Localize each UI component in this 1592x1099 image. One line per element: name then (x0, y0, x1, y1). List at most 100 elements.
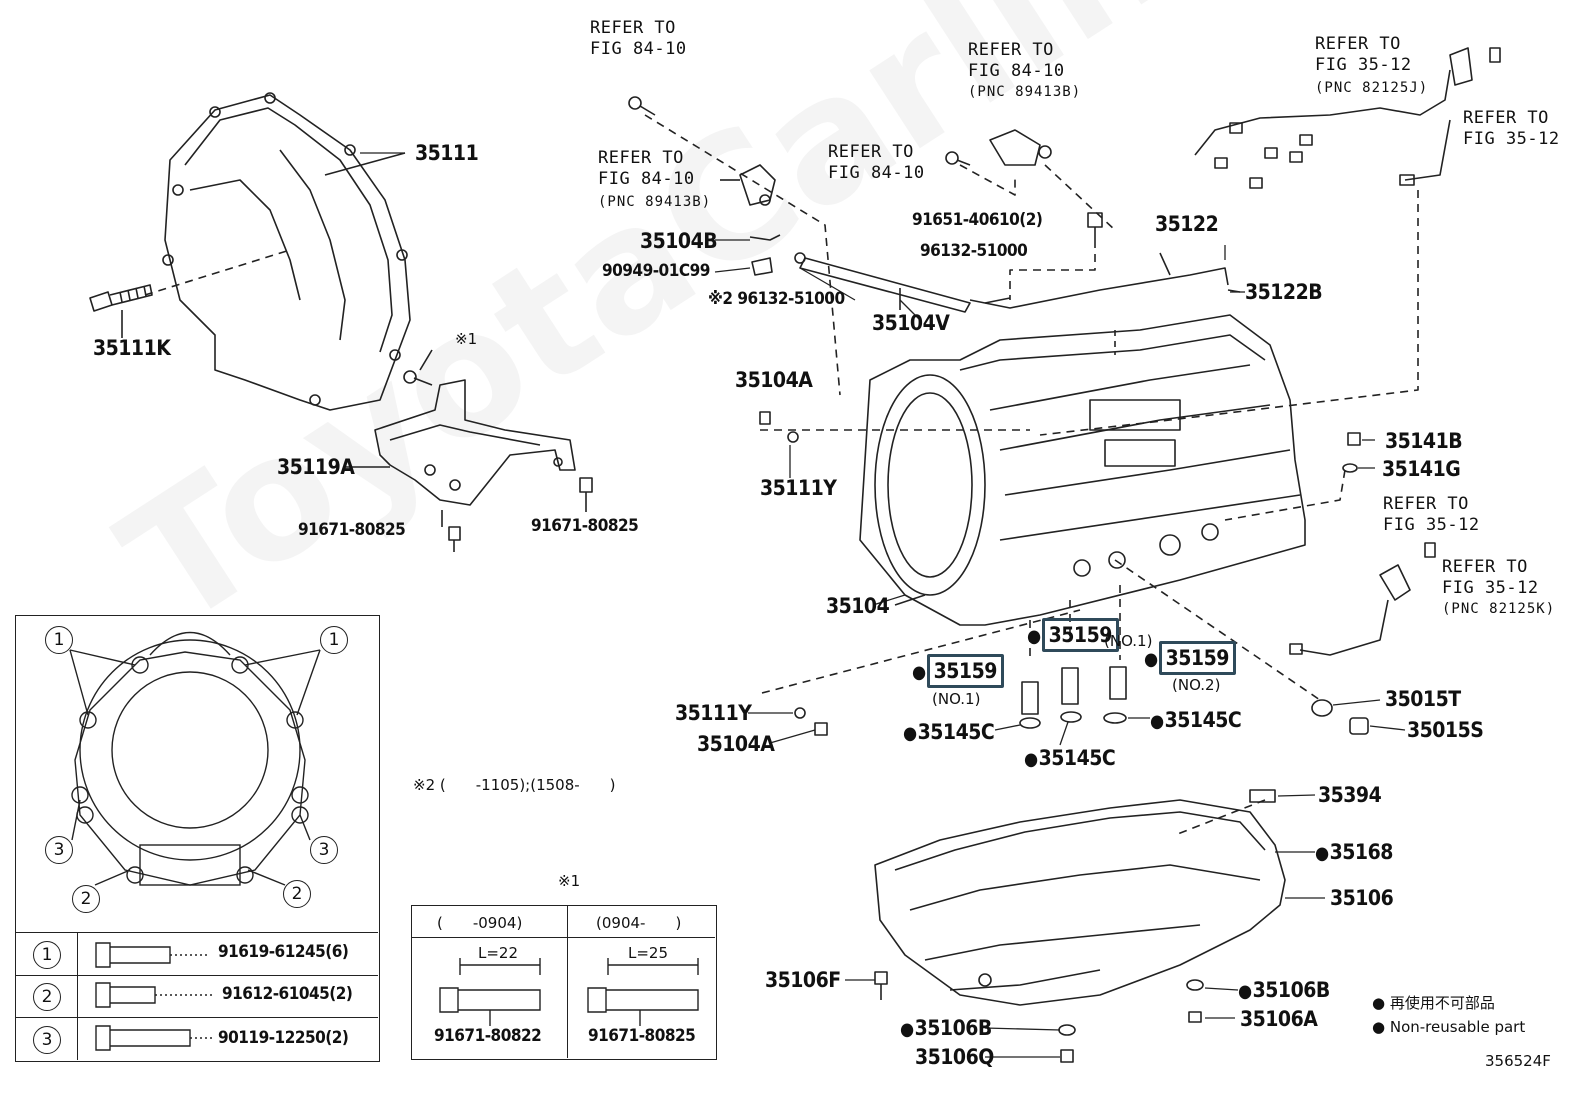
sensor-82125K (1289, 542, 1436, 656)
part-label-96132-51000-note2[interactable]: ※2 96132-51000 (708, 289, 845, 309)
bolt-35106F (874, 971, 888, 1000)
highlight-box[interactable]: 35159 (1041, 618, 1119, 652)
part-label-35141B[interactable]: 35141B (1385, 429, 1463, 453)
part-label-35104[interactable]: 35104 (826, 594, 890, 618)
part-label-90949-01C99[interactable]: 90949-01C99 (602, 261, 710, 281)
table-col-divider (77, 932, 78, 1060)
part-sub-35159-no1-left: (NO.1) (932, 690, 981, 708)
callout-3-left: 3 (45, 836, 73, 864)
length-col-length-1: L=22 (478, 944, 519, 962)
part-label-35106[interactable]: 35106 (1330, 886, 1394, 910)
part-label-35104V[interactable]: 35104V (872, 311, 950, 335)
part-label-35104A-bottom[interactable]: 35104A (697, 732, 775, 756)
bell-housing-35111 (144, 92, 411, 411)
highlight-box[interactable]: 35159 (1158, 641, 1236, 675)
part-label-35119A[interactable]: 35119A (277, 455, 355, 479)
refer-fig-84-10-b: REFER TO FIG 84-10 (598, 148, 695, 189)
refer-fig-84-10-c: REFER TO FIG 84-10 (968, 40, 1065, 81)
bolt-row-part-1[interactable]: 91619-61245(6) (218, 942, 349, 962)
callout-3-right: 3 (310, 836, 338, 864)
part-label-35104B[interactable]: 35104B (640, 229, 718, 253)
part-label-35122B[interactable]: 35122B (1245, 280, 1323, 304)
part-label-91671-80825-right[interactable]: 91671-80825 (531, 516, 639, 536)
part-label-35106B-left[interactable]: 35106B (900, 1018, 993, 1039)
part-label-35145C-mid[interactable]: 35145C (1024, 748, 1116, 769)
part-label-35394[interactable]: 35394 (1318, 783, 1382, 807)
bolt-row-num-3: 3 (33, 1026, 61, 1054)
bolt-35141B (1342, 432, 1361, 473)
speed-sensor-harness (1194, 47, 1501, 189)
inset-bell-housing-front (69, 631, 321, 886)
bolt-row-part-2[interactable]: 91612-61045(2) (222, 984, 353, 1004)
tube-35104V (799, 257, 971, 313)
bolt-top-left (628, 96, 656, 116)
refer-fig-35-12-d: REFER TO FIG 35-12 (1442, 557, 1539, 598)
note-2-date-range: ※2 ( -1105);(1508- ) (413, 776, 616, 794)
part-label-35168[interactable]: 35168 (1315, 842, 1394, 863)
bolt-35111K (89, 284, 153, 338)
sensor-89413B-right (989, 129, 1052, 166)
callout-2-right: 2 (283, 880, 311, 908)
callout-1-left: 1 (45, 626, 73, 654)
legend-jp: ● 再使用不可部品 (1372, 994, 1495, 1012)
refer-fig-35-12-b: REFER TO FIG 35-12 (1463, 108, 1560, 149)
refer-fig-84-10-a: REFER TO FIG 84-10 (590, 18, 687, 59)
part-label-35111Y-bottom[interactable]: 35111Y (675, 701, 752, 725)
sensor-89413B-left (720, 164, 776, 206)
part-label-35145C-left[interactable]: 35145C (903, 722, 995, 743)
part-label-35106A[interactable]: 35106A (1240, 1007, 1318, 1031)
clip-96132 (794, 252, 806, 264)
legend-en-text: Non-reusable part (1389, 1018, 1526, 1036)
callout-1-right: 1 (320, 626, 348, 654)
label-leaders (360, 152, 1406, 1058)
part-label-91671-80825-left[interactable]: 91671-80825 (298, 520, 406, 540)
refer-pnc-82125J: (PNC 82125J) (1315, 80, 1429, 96)
bracket-35119A (345, 379, 576, 527)
part-label-35111[interactable]: 35111 (415, 141, 479, 165)
part-label-35111K[interactable]: 35111K (93, 336, 171, 360)
part-label-35111Y-top[interactable]: 35111Y (760, 476, 837, 500)
part-label-35122[interactable]: 35122 (1155, 212, 1219, 236)
part-label-35159-no1-top[interactable]: 35159 (1027, 618, 1119, 652)
part-label-35145C-right[interactable]: 35145C (1150, 710, 1242, 731)
length-col-range-1: ( -0904) (437, 914, 523, 932)
refer-pnc-82125K: (PNC 82125K) (1442, 601, 1556, 617)
bolt-91651 (1087, 212, 1103, 240)
note-1-marker: ※1 (455, 330, 478, 348)
bell-housing-bolt-inset (15, 615, 380, 1062)
legend-en: ● Non-reusable part (1372, 1018, 1526, 1036)
refer-pnc-89413B-a: (PNC 89413B) (598, 194, 712, 210)
length-col-part-2[interactable]: 91671-80825 (588, 1026, 696, 1046)
part-sub-35159-no1-top: (NO.1) (1104, 632, 1153, 650)
table-divider (15, 932, 378, 933)
part-label-35159-no2[interactable]: 35159 (1144, 641, 1236, 675)
table-bolt-drawings (95, 942, 699, 1051)
part-label-91651-40610[interactable]: 91651-40610(2) (912, 210, 1043, 230)
bolt-row-part-3[interactable]: 90119-12250(2) (218, 1028, 349, 1048)
bolt-note1 (403, 349, 433, 386)
part-label-35015T[interactable]: 35015T (1385, 687, 1461, 711)
refer-fig-35-12-c: REFER TO FIG 35-12 (1383, 494, 1480, 535)
oring-35015T (1311, 699, 1333, 717)
part-label-35106Q[interactable]: 35106Q (915, 1045, 994, 1069)
part-label-35104A-top[interactable]: 35104A (735, 368, 813, 392)
bolt-35104A (759, 411, 828, 736)
part-label-35141G[interactable]: 35141G (1382, 457, 1461, 481)
refer-pnc-89413B-b: (PNC 89413B) (968, 84, 1082, 100)
dashed-leaders (644, 114, 1419, 836)
part-label-35106F[interactable]: 35106F (765, 968, 841, 992)
part-label-35159-no1-left[interactable]: 35159 (912, 654, 1004, 688)
plug-35015S (1349, 717, 1369, 735)
harness-35122 (969, 252, 1241, 309)
part-label-35015S[interactable]: 35015S (1407, 718, 1484, 742)
part-label-96132-51000[interactable]: 96132-51000 (920, 241, 1028, 261)
table-col-divider (567, 905, 568, 1058)
highlight-box[interactable]: 35159 (926, 654, 1004, 688)
bolt-length-table (411, 905, 717, 1060)
oring-35111Y (787, 431, 806, 719)
length-col-part-1[interactable]: 91671-80822 (434, 1026, 542, 1046)
part-label-35106B-right[interactable]: 35106B (1238, 980, 1331, 1001)
part-sub-35159-no2: (NO.2) (1172, 676, 1221, 694)
refer-fig-84-10-d: REFER TO FIG 84-10 (828, 142, 925, 183)
length-col-length-2: L=25 (628, 944, 669, 962)
